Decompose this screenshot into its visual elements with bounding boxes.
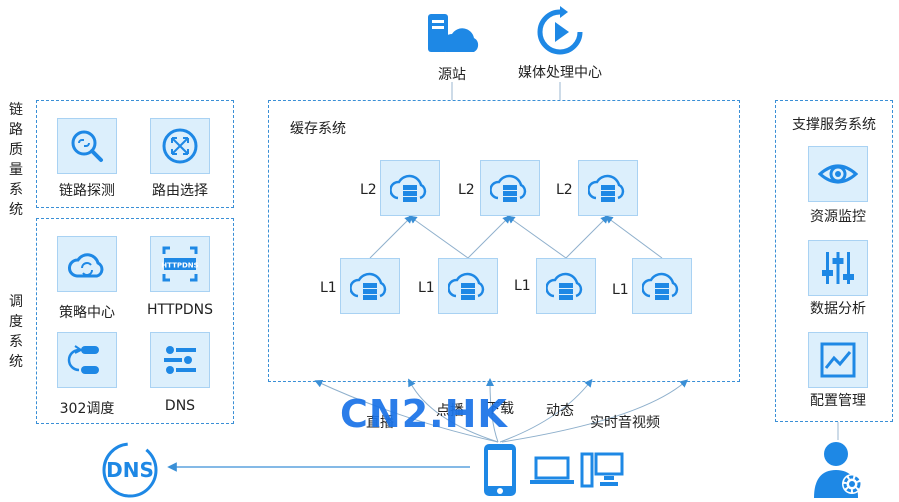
httpdns-icon: HTTPDNS: [161, 246, 199, 282]
mobile-phone-icon: [482, 442, 518, 498]
cloud-server-icon: [642, 272, 679, 300]
dns-badge: DNS: [100, 442, 160, 498]
support-service-system-title: 支撑服务系统: [792, 117, 876, 133]
media-process-label: 媒体处理中心: [518, 65, 602, 81]
origin-label: 源站: [438, 67, 466, 83]
cloud-server-icon: [390, 174, 427, 202]
l1-node-1[interactable]: [340, 258, 400, 314]
dns-list-icon: [164, 346, 196, 374]
httpdns-tile[interactable]: HTTPDNS: [150, 236, 210, 292]
chart-config-icon: [820, 342, 856, 378]
resource-monitor-tile[interactable]: [808, 146, 868, 202]
sliders-analysis-icon: [822, 252, 854, 284]
admin-user-icon: [812, 440, 868, 498]
policy-cloud-icon: [68, 253, 104, 278]
scheduling-system-title: 调度系统: [9, 294, 23, 370]
service-vod: 点播: [436, 403, 464, 419]
service-live: 直播: [366, 415, 394, 431]
link-probe-tile[interactable]: [57, 118, 117, 174]
l1-node-2[interactable]: [438, 258, 498, 314]
laptop-icon: [530, 456, 574, 486]
support-service-system-box: [775, 100, 893, 422]
l2-node-2[interactable]: [480, 160, 540, 216]
cloud-server-icon: [588, 174, 625, 202]
desktop-computer-icon: [580, 452, 624, 490]
service-dynamic: 动态: [546, 403, 574, 419]
dns-label: DNS: [164, 398, 196, 414]
link-search-icon: [71, 130, 103, 162]
watermark-text: CN2.HK: [340, 392, 508, 436]
data-analysis-tile[interactable]: [808, 240, 868, 296]
l1-label-4: L1: [612, 282, 629, 298]
l1-label-1: L1: [320, 280, 337, 296]
l1-node-4[interactable]: [632, 258, 692, 314]
policy-center-tile[interactable]: [57, 236, 117, 292]
link-quality-system-box: [36, 100, 234, 208]
cache-system-title: 缓存系统: [290, 121, 346, 137]
redirect-302-tile[interactable]: [57, 332, 117, 388]
route-select-label: 路由选择: [152, 183, 208, 199]
redirect-302-icon: [67, 345, 99, 374]
dns-badge-text: DNS: [106, 458, 154, 482]
dns-tile[interactable]: [150, 332, 210, 388]
link-quality-system-title: 链路质量系统: [9, 102, 23, 218]
scheduling-system-box: [36, 218, 234, 424]
media-process-icon: [535, 6, 585, 60]
l1-label-3: L1: [514, 278, 531, 294]
config-manage-tile[interactable]: [808, 332, 868, 388]
cache-system-box: [268, 100, 740, 382]
data-analysis-label: 数据分析: [810, 301, 866, 317]
route-select-icon: [162, 128, 198, 164]
route-select-tile[interactable]: [150, 118, 210, 174]
eye-monitor-icon: [818, 164, 858, 184]
l2-label-2: L2: [458, 182, 475, 198]
l2-node-3[interactable]: [578, 160, 638, 216]
httpdns-label: HTTPDNS: [147, 302, 213, 318]
cloud-server-icon: [546, 272, 583, 300]
l1-node-3[interactable]: [536, 258, 596, 314]
policy-center-label: 策略中心: [59, 305, 115, 321]
l2-label-1: L2: [360, 182, 377, 198]
redirect-302-label: 302调度: [59, 401, 115, 417]
resource-monitor-label: 资源监控: [810, 209, 866, 225]
service-rtc: 实时音视频: [590, 415, 660, 431]
httpdns-badge-text: HTTPDNS: [161, 262, 198, 270]
cloud-server-icon: [448, 272, 485, 300]
origin-icon: [422, 10, 482, 60]
cloud-server-icon: [350, 272, 387, 300]
l2-label-3: L2: [556, 182, 573, 198]
link-probe-label: 链路探测: [59, 183, 115, 199]
l1-label-2: L1: [418, 280, 435, 296]
config-manage-label: 配置管理: [810, 393, 866, 409]
l2-node-1[interactable]: [380, 160, 440, 216]
cloud-server-icon: [490, 174, 527, 202]
service-download: 下载: [486, 401, 514, 417]
